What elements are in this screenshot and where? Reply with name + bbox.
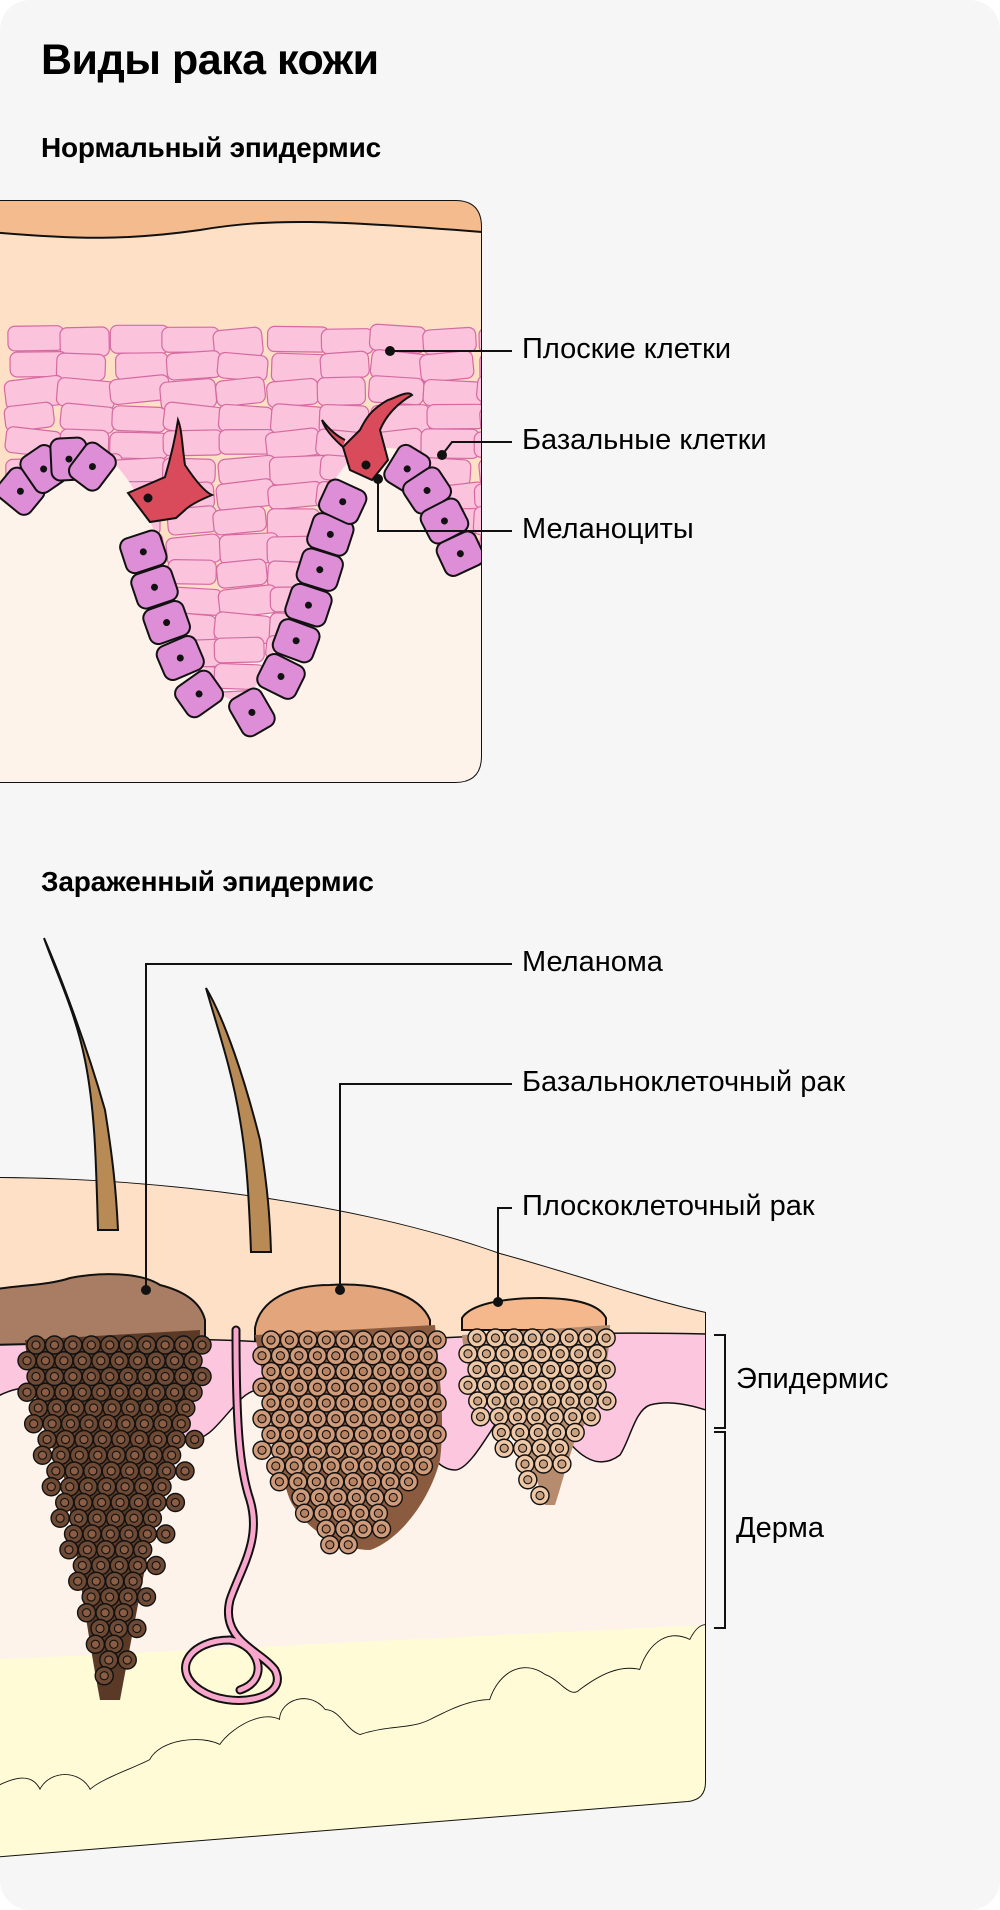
layer-brackets (714, 1334, 726, 1629)
label-basal-cells: Базальные клетки (522, 424, 767, 456)
squamous-cell (55, 352, 107, 382)
label-squamous-cell-carcinoma: Плоскоклеточный рак (522, 1190, 815, 1222)
squamous-cell (266, 377, 320, 409)
squamous-cell (476, 688, 482, 700)
squamous-cell (165, 350, 223, 381)
basal-cell (119, 529, 168, 575)
normal-epidermis-heading: Нормальный эпидермис (41, 132, 381, 163)
basal-cell (130, 564, 179, 610)
squamous-cell (426, 403, 482, 430)
squamous-cell (478, 326, 482, 354)
squamous-cell (7, 325, 65, 352)
basal-cell (228, 687, 276, 738)
squamous-cell (479, 403, 482, 433)
squamous-cell (320, 328, 375, 355)
hair-follicle-duct-fill (183, 1327, 280, 1703)
squamous-cell (161, 326, 220, 353)
squamous-cell (478, 638, 482, 666)
squamous-cell (59, 326, 110, 358)
basal-cell (155, 635, 205, 681)
squamous-cell (368, 323, 427, 354)
basal-cell (318, 478, 368, 525)
squamous-cell (478, 713, 534, 743)
basal-cell (256, 653, 306, 700)
scc-tumor (458, 1296, 617, 1506)
squamous-cell (473, 482, 482, 510)
squamous-cell (266, 325, 330, 353)
label-basal-cell-carcinoma: Базальноклеточный рак (522, 1066, 846, 1098)
squamous-cell (473, 431, 482, 458)
basal-cell (271, 618, 321, 664)
basal-cell (284, 582, 333, 628)
page-title: Виды рака кожи (41, 36, 379, 84)
basal-cell (435, 530, 482, 577)
squamous-cell (319, 350, 370, 381)
label-epidermis: Эпидермис (736, 1363, 889, 1395)
basal-cell (142, 600, 191, 646)
label-melanoma: Меланома (522, 946, 663, 978)
basal-cell (174, 669, 225, 719)
squamous-cell (474, 662, 482, 693)
squamous-cell (419, 350, 475, 383)
squamous-cell (478, 454, 482, 489)
squamous-cell (109, 324, 170, 354)
melanoma-tumor (0, 1273, 212, 1700)
squamous-cell (111, 405, 167, 433)
squamous-cell (213, 636, 265, 664)
hairs (43, 937, 273, 1253)
squamous-cell (215, 376, 267, 408)
basal-cell (67, 441, 117, 492)
label-squamous-cells: Плоские клетки (522, 333, 732, 365)
squamous-cell (476, 374, 482, 406)
label-melanocytes: Меланоциты (522, 513, 694, 545)
squamous-cell (316, 376, 367, 407)
bcc-tumor (252, 1283, 447, 1555)
normal-leader-lines (373, 346, 512, 532)
basal-cells (0, 436, 482, 738)
infected-leader-lines (141, 963, 512, 1307)
infected-epidermis-panel (0, 1177, 706, 1858)
squamous-cell (479, 352, 482, 384)
infected-epidermis-heading: Зараженный эпидермис (41, 866, 374, 897)
melanocytes (126, 392, 414, 524)
label-dermis: Дерма (736, 1512, 824, 1544)
squamous-cell (472, 505, 482, 538)
normal-epidermis-panel (0, 200, 534, 783)
squamous-cell (212, 505, 267, 536)
squamous-cell (216, 351, 269, 382)
squamous-cell (267, 480, 324, 511)
squamous-cell (215, 558, 268, 589)
